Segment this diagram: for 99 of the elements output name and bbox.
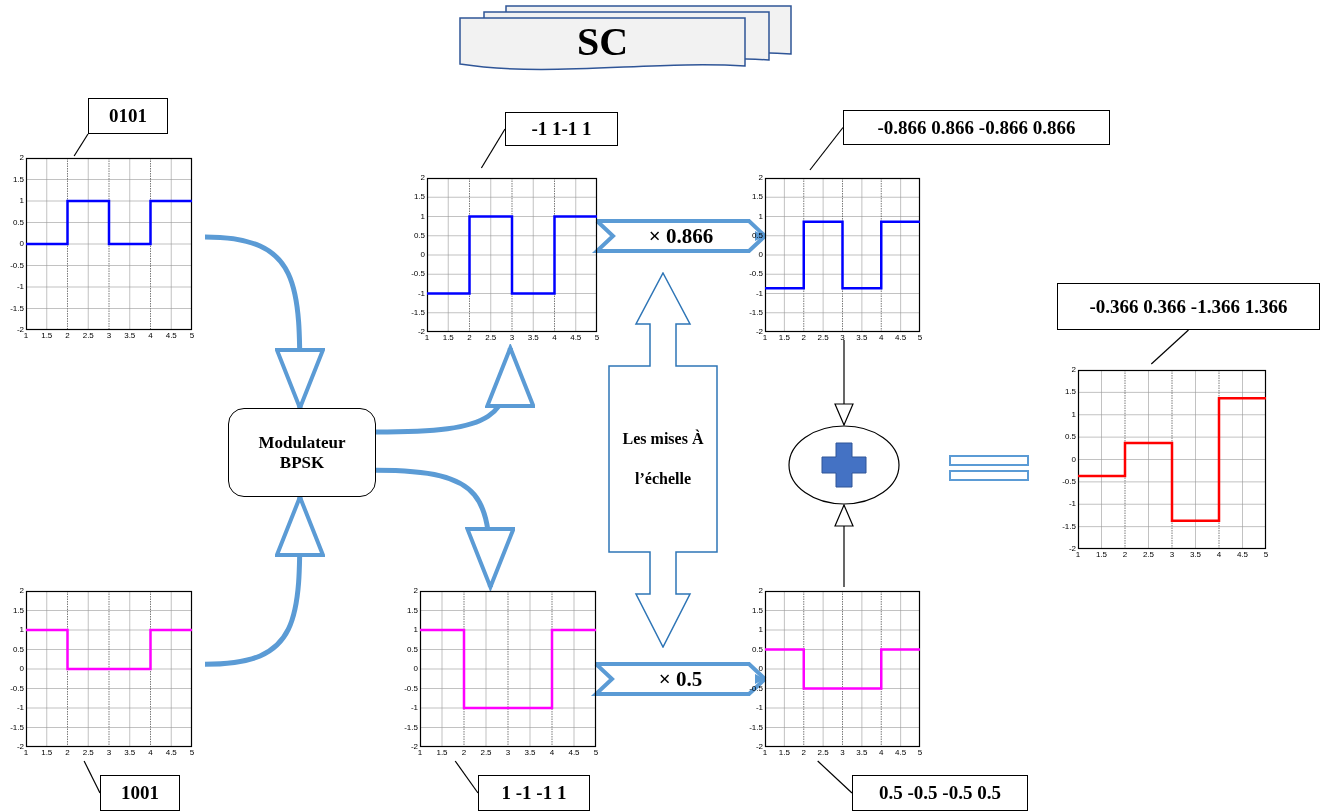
tick-label: 2 [64, 332, 71, 340]
leader-line [73, 133, 89, 157]
value-label: 0.5 -0.5 -0.5 0.5 [852, 775, 1028, 811]
tick-label: -0.5 [749, 270, 763, 279]
tick-label: 3 [839, 749, 846, 757]
double-block-arrow: Les mises À l’échelle [608, 272, 718, 648]
tick-label: -2 [1068, 545, 1076, 553]
tick-label: 2 [19, 587, 24, 595]
tick-label: 5 [188, 332, 196, 340]
tick-label: 2.5 [480, 749, 492, 757]
leader-line [480, 128, 506, 169]
tick-label: 0 [758, 665, 763, 673]
tick-label: -2 [417, 328, 425, 336]
value-label: 0101 [88, 98, 168, 134]
tick-label: 3 [508, 334, 516, 342]
tick-label: 5 [916, 334, 924, 342]
tick-label: 0.5 [1064, 433, 1076, 442]
tick-label: 2.5 [817, 749, 830, 757]
value-label: 1 -1 -1 1 [478, 775, 590, 811]
tick-label: 4.5 [165, 749, 178, 757]
tick-label: 4 [1215, 551, 1223, 559]
tick-label: 4 [147, 332, 154, 340]
tick-label: 1.5 [751, 193, 763, 202]
signal-plot [427, 178, 597, 332]
tick-label: 1.5 [1064, 388, 1076, 397]
tick-label: 1 [1075, 551, 1082, 559]
tick-label: -2 [16, 326, 24, 334]
tick-label: 2 [800, 749, 807, 757]
signal-plot [1078, 370, 1266, 549]
signal-plot [765, 178, 920, 332]
value-label: -0.366 0.366 -1.366 1.366 [1057, 283, 1320, 330]
tick-label: 3 [839, 334, 846, 342]
leader-line [1150, 329, 1190, 365]
signal-plot [765, 591, 920, 747]
tick-label: 2 [758, 587, 763, 595]
tick-label: 3 [105, 332, 113, 340]
tick-label: 5 [188, 749, 196, 757]
arrow [834, 339, 854, 426]
leader-line [83, 760, 101, 794]
tick-label: 1 [417, 749, 424, 757]
tick-label: 4 [878, 334, 885, 342]
tick-label: 2 [413, 587, 418, 595]
tick-label: 4 [548, 749, 556, 757]
tick-label: 4.5 [894, 749, 907, 757]
tick-label: 4 [147, 749, 154, 757]
tick-label: 3 [504, 749, 512, 757]
tick-label: -1 [1068, 500, 1076, 509]
curved-block-arrow [204, 495, 325, 667]
tick-label: 4 [551, 334, 558, 342]
tick-label: 3.5 [123, 749, 136, 757]
tick-label: 2 [64, 749, 71, 757]
tick-label: 2 [1071, 366, 1076, 374]
arrow [834, 504, 854, 588]
tick-label: 4.5 [568, 749, 580, 757]
tick-label: 4 [878, 749, 885, 757]
value-label: 1001 [100, 775, 180, 811]
leader-line [809, 126, 844, 171]
tick-label: 1 [762, 334, 769, 342]
value-label: -0.866 0.866 -0.866 0.866 [843, 110, 1110, 145]
signal-plot [420, 591, 596, 747]
leader-line [454, 760, 479, 794]
process-box: Modulateur BPSK [228, 408, 376, 497]
tick-label: 2 [420, 174, 425, 182]
signal-plot [26, 591, 192, 747]
tick-label: -2 [16, 743, 24, 751]
tick-label: 1 [424, 334, 431, 342]
tick-label: 1 [762, 749, 769, 757]
curved-block-arrow [375, 346, 535, 435]
tick-label: 2 [466, 334, 473, 342]
tick-label: 5 [1262, 551, 1270, 559]
tick-label: 1 [23, 749, 30, 757]
signal-plot [26, 158, 192, 330]
tick-label: 2 [758, 174, 763, 182]
tick-label: 5 [592, 749, 600, 757]
edge-label: × 0.5 [658, 666, 703, 692]
tick-label: 2 [800, 334, 807, 342]
tick-label: 2.5 [82, 749, 95, 757]
tick-label: -2 [755, 743, 763, 751]
tick-label: 5 [593, 334, 601, 342]
tick-label: 2 [1121, 551, 1129, 559]
tick-label: -2 [410, 743, 418, 751]
tick-label: -2 [755, 328, 763, 336]
tick-label: 1 [23, 332, 30, 340]
tick-label: 3.5 [524, 749, 536, 757]
tick-label: 5 [916, 749, 924, 757]
tick-label: 3.5 [855, 749, 868, 757]
tick-label: 2 [460, 749, 468, 757]
leader-line [817, 760, 853, 794]
tick-label: 1.5 [413, 193, 425, 202]
chevron-arrow [591, 219, 767, 254]
chevron-arrow [590, 662, 767, 696]
curved-block-arrow [204, 234, 325, 410]
tick-label: 3 [1168, 551, 1176, 559]
value-label: -1 1-1 1 [505, 112, 618, 146]
tick-label: 2 [19, 154, 24, 162]
tick-label: 3 [105, 749, 113, 757]
edge-label: × 0.866 [648, 223, 714, 249]
tick-label: -0.5 [411, 270, 425, 279]
curved-block-arrow [375, 467, 515, 589]
